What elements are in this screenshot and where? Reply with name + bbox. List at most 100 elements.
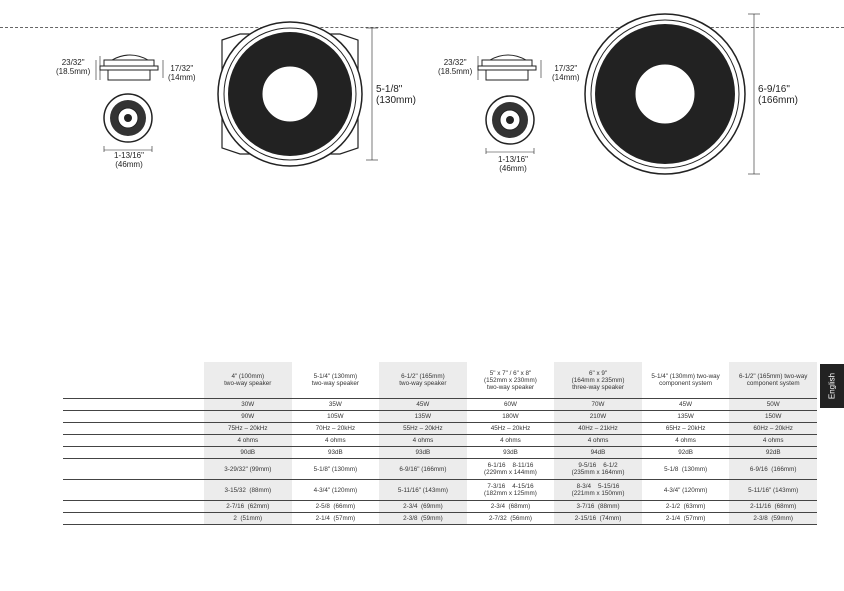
- table-cell: 2-3/8 (59mm): [729, 512, 817, 525]
- table-cell: 180W: [466, 410, 555, 423]
- woofer-size-right: 6-9/16" (166mm): [758, 84, 799, 106]
- table-cell: 55Hz – 20kHz: [379, 422, 467, 435]
- table-cell: 60W: [466, 398, 555, 411]
- table-cell: 92dB: [641, 446, 730, 459]
- table-cell: 45Hz – 20kHz: [466, 422, 555, 435]
- table-cell: 2-3/4 (68mm): [466, 500, 555, 513]
- table-cell: 9-5/16 6-1/2 (235mm x 164mm): [554, 458, 642, 480]
- tweeter-mount-right: 17/32" (14mm): [552, 64, 580, 82]
- tweeter-height-left: 23/32" (18.5mm): [56, 58, 91, 76]
- table-row: 2-7/16 (62mm) 2-5/8 (66mm) 2-3/4 (69mm) …: [63, 500, 817, 513]
- spec-table: 4" (100mm) two-way speaker 5-1/4" (130mm…: [63, 362, 817, 525]
- table-cell: 135W: [641, 410, 730, 423]
- table-cell: 4 ohms: [291, 434, 380, 447]
- speaker-drawing-right: [477, 13, 760, 175]
- table-cell: 2-11/16 (68mm): [729, 500, 817, 513]
- row-label: [63, 398, 204, 411]
- table-cell: 2-5/8 (66mm): [291, 500, 380, 513]
- row-label: [63, 410, 204, 423]
- table-cell: 50W: [729, 398, 817, 411]
- speaker-drawing-left: [95, 21, 378, 167]
- column-header: 5-1/4" (130mm) two-way speaker: [291, 362, 380, 399]
- table-cell: 30W: [204, 398, 292, 411]
- table-cell: 40Hz – 21kHz: [554, 422, 642, 435]
- column-header: 4" (100mm) two-way speaker: [204, 362, 292, 399]
- row-label: [63, 362, 204, 399]
- column-header: 5" x 7" / 6" x 8" (152mm x 230mm) two-wa…: [466, 362, 555, 399]
- table-cell: 7-3/16 4-15/16 (182mm x 125mm): [466, 479, 555, 501]
- table-cell: 2 (51mm): [204, 512, 292, 525]
- table-row: 2 (51mm) 2-1/4 (57mm) 2-3/8 (59mm) 2-7/3…: [63, 512, 817, 525]
- tweeter-front-view-right: [485, 95, 535, 154]
- woofer-size-left: 5-1/8" (130mm): [376, 84, 417, 106]
- dashed-guide-line: [0, 27, 844, 28]
- table-cell: 70W: [554, 398, 642, 411]
- table-cell: 3-29/32" (99mm): [204, 458, 292, 480]
- table-cell: 93dB: [466, 446, 555, 459]
- row-label: [63, 434, 204, 447]
- row-label: [63, 458, 204, 480]
- table-cell: 4 ohms: [204, 434, 292, 447]
- table-cell: 5-11/16" (143mm): [729, 479, 817, 501]
- table-row: 3-15/32 (88mm) 4-3/4" (120mm) 5-11/16" (…: [63, 479, 817, 501]
- table-cell: 5-11/16" (143mm): [379, 479, 467, 501]
- table-cell: 94dB: [554, 446, 642, 459]
- table-cell: 4 ohms: [379, 434, 467, 447]
- table-cell: 60Hz – 20kHz: [729, 422, 817, 435]
- table-row: 30W 35W 45W 60W 70W 45W 50W: [63, 398, 817, 411]
- table-cell: 45W: [641, 398, 730, 411]
- table-row: 4 ohms 4 ohms 4 ohms 4 ohms 4 ohms 4 ohm…: [63, 434, 817, 447]
- table-cell: 2-1/4 (57mm): [291, 512, 380, 525]
- table-cell: 75Hz – 20kHz: [204, 422, 292, 435]
- row-label: [63, 512, 204, 525]
- table-cell: 2-15/16 (74mm): [554, 512, 642, 525]
- column-header: 6-1/2" (165mm) two-way component system: [729, 362, 817, 399]
- tweeter-diameter-left: 1-13/16" (46mm): [114, 151, 144, 169]
- table-cell: 92dB: [729, 446, 817, 459]
- woofer-front-view-right: [584, 13, 760, 175]
- table-cell: 2-7/32 (56mm): [466, 512, 555, 525]
- column-header: 6-1/2" (165mm) two-way speaker: [379, 362, 467, 399]
- language-tab-label: English: [827, 372, 837, 400]
- table-cell: 3-7/16 (88mm): [554, 500, 642, 513]
- table-cell: 2-7/16 (62mm): [204, 500, 292, 513]
- table-header-row: 4" (100mm) two-way speaker 5-1/4" (130mm…: [63, 362, 817, 399]
- table-cell: 105W: [291, 410, 380, 423]
- table-cell: 8-3/4 5-15/16 (221mm x 150mm): [554, 479, 642, 501]
- table-cell: 135W: [379, 410, 467, 423]
- table-cell: 4 ohms: [729, 434, 817, 447]
- column-header: 6" x 9" (164mm x 235mm) three-way speake…: [554, 362, 642, 399]
- table-cell: 70Hz – 20kHz: [291, 422, 380, 435]
- tweeter-side-view-right: [477, 54, 542, 81]
- table-cell: 4-3/4" (120mm): [291, 479, 380, 501]
- table-cell: 150W: [729, 410, 817, 423]
- table-cell: 93dB: [379, 446, 467, 459]
- row-label: [63, 422, 204, 435]
- row-label: [63, 446, 204, 459]
- tweeter-diameter-right: 1-13/16" (46mm): [498, 155, 528, 173]
- table-cell: 2-1/4 (57mm): [641, 512, 730, 525]
- table-cell: 6-1/16 8-11/16 (229mm x 144mm): [466, 458, 555, 480]
- table-cell: 2-3/4 (69mm): [379, 500, 467, 513]
- table-cell: 5-1/8" (130mm): [291, 458, 380, 480]
- table-cell: 4 ohms: [554, 434, 642, 447]
- tweeter-side-view-left: [95, 54, 164, 81]
- table-cell: 90dB: [204, 446, 292, 459]
- table-cell: 2-1/2 (63mm): [641, 500, 730, 513]
- table-cell: 6-9/16" (166mm): [379, 458, 467, 480]
- table-row: 90dB 93dB 93dB 93dB 94dB 92dB 92dB: [63, 446, 817, 459]
- column-header: 5-1/4" (130mm) two-way component system: [641, 362, 730, 399]
- table-row: 90W 105W 135W 180W 210W 135W 150W: [63, 410, 817, 423]
- table-cell: 3-15/32 (88mm): [204, 479, 292, 501]
- woofer-front-view-left: [217, 21, 378, 167]
- table-cell: 4 ohms: [466, 434, 555, 447]
- table-cell: 45W: [379, 398, 467, 411]
- table-cell: 4 ohms: [641, 434, 730, 447]
- table-cell: 5-1/8 (130mm): [641, 458, 730, 480]
- table-row: 3-29/32" (99mm) 5-1/8" (130mm) 6-9/16" (…: [63, 458, 817, 480]
- tweeter-front-view-left: [103, 93, 153, 152]
- table-cell: 210W: [554, 410, 642, 423]
- row-label: [63, 479, 204, 501]
- language-tab: English: [820, 364, 844, 408]
- row-label: [63, 500, 204, 513]
